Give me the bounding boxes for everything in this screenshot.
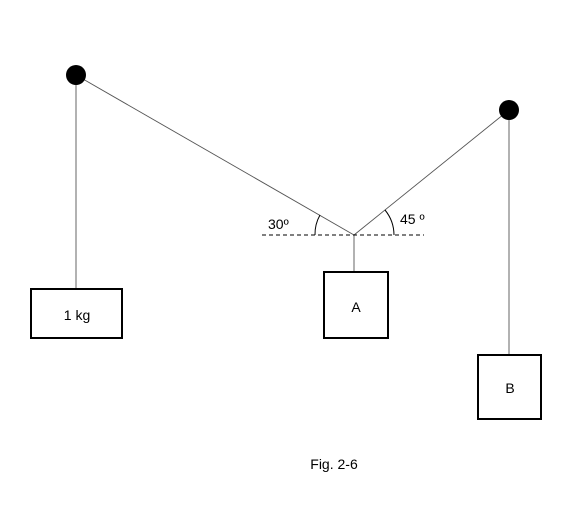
figure-caption: Fig. 2-6 [310, 456, 358, 472]
block-a [323, 271, 389, 339]
angle-label-left: 30º [268, 216, 289, 232]
pulley-left [66, 65, 86, 85]
block-left-label: 1 kg [64, 307, 90, 323]
block-a-label: A [351, 299, 361, 315]
angle-label-right: 45 º [400, 211, 425, 227]
block-b [477, 354, 542, 420]
block-left [30, 288, 123, 339]
angle-arc-left [314, 214, 321, 236]
angle-arc-right [384, 209, 395, 236]
rope-right-diagonal [353, 109, 510, 236]
pulley-right [499, 100, 519, 120]
block-b-label: B [505, 380, 514, 396]
rope-left-diagonal [75, 74, 355, 236]
